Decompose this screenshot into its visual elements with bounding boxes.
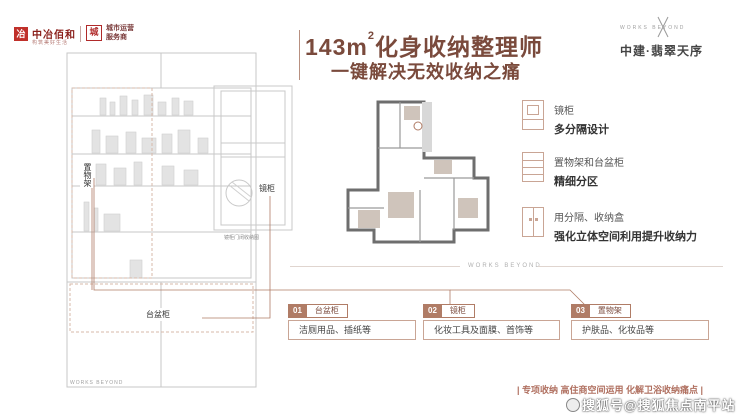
tag-mirror-name: 镜柜 — [441, 304, 475, 318]
feature-storage-desc: 强化立体空间利用提升收纳力 — [554, 231, 697, 243]
tag-basin-num: 01 — [288, 304, 307, 318]
page-title: 143m2化身收纳整理师 — [305, 30, 543, 60]
tag-basin-name: 台盆柜 — [306, 304, 348, 318]
tag-mirror-num: 02 — [423, 304, 442, 318]
tag-shelf: 03 置物架 — [571, 304, 631, 318]
mirror-cabinet-icon — [522, 100, 544, 130]
shelf-callout: 置物架 — [80, 162, 94, 188]
shelf-icon — [522, 152, 544, 182]
tag-shelf-name: 置物架 — [589, 304, 631, 318]
divider-left — [290, 266, 460, 267]
feature-mirror-title: 镜柜 — [554, 106, 574, 117]
brand-x-icon — [657, 16, 669, 38]
cabinet-illustration: 置物架 台盆柜 — [66, 52, 257, 388]
brand-tagline: WORKS BEYOND — [620, 25, 686, 31]
mirror-caption: 镜柜门闭收纳图 — [224, 235, 260, 241]
feature-shelf-desc: 精细分区 — [554, 176, 598, 188]
tag-mirror-items: 化妆工具及面膜、首饰等 — [423, 320, 560, 340]
title-rule — [299, 30, 300, 80]
footer-works: WORKS BEYOND — [70, 380, 124, 386]
divider-text: WORKS BEYOND — [468, 263, 542, 269]
tag-shelf-items: 护肤品、化妆品等 — [571, 320, 709, 340]
tag-shelf-num: 03 — [571, 304, 590, 318]
developer-logo: 冶 中冶佰和 构筑美好生活 — [14, 26, 76, 46]
floor-plan — [346, 100, 490, 244]
project-name: 中建·翡翠天序 — [620, 44, 703, 58]
basin-callout: 台盆柜 — [144, 308, 172, 321]
operator-logo-icon: 城 — [86, 25, 102, 41]
operator-logo-line1: 城市运营 — [106, 25, 134, 32]
operator-logo: 城 城市运营 服务商 — [86, 24, 134, 42]
storage-box-icon — [522, 207, 544, 237]
tag-basin-items: 洁厕用品、插纸等 — [288, 320, 416, 340]
feature-storage-title: 用分隔、收纳盒 — [554, 213, 624, 224]
mirror-callout: 镜柜 — [257, 182, 277, 195]
page-subtitle: 一键解决无效收纳之痛 — [331, 62, 521, 82]
mirror-cabinet-drawing — [213, 85, 293, 231]
tag-basin: 01 台盆柜 — [288, 304, 348, 318]
feature-storage: 用分隔、收纳盒 强化立体空间利用提升收纳力 — [522, 207, 697, 244]
divider-right — [538, 266, 723, 267]
feature-shelf: 置物架和台盆柜 精细分区 — [522, 152, 624, 189]
sohu-paw-icon — [566, 398, 580, 412]
feature-mirror-desc: 多分隔设计 — [554, 124, 609, 136]
developer-logo-name: 中冶佰和 — [32, 30, 76, 41]
feature-shelf-title: 置物架和台盆柜 — [554, 158, 624, 169]
developer-logo-sub: 构筑美好生活 — [32, 40, 69, 46]
feature-mirror: 镜柜 多分隔设计 — [522, 100, 609, 137]
developer-logo-icon: 冶 — [14, 26, 28, 41]
footer-note: | 专项收纳 高住商空间运用 化解卫浴收纳痛点 | — [517, 385, 704, 395]
logo-divider — [80, 26, 81, 42]
watermark: 搜狐号@搜狐焦点南平站 — [566, 395, 736, 414]
operator-logo-line2: 服务商 — [106, 34, 127, 41]
tag-mirror: 02 镜柜 — [423, 304, 475, 318]
